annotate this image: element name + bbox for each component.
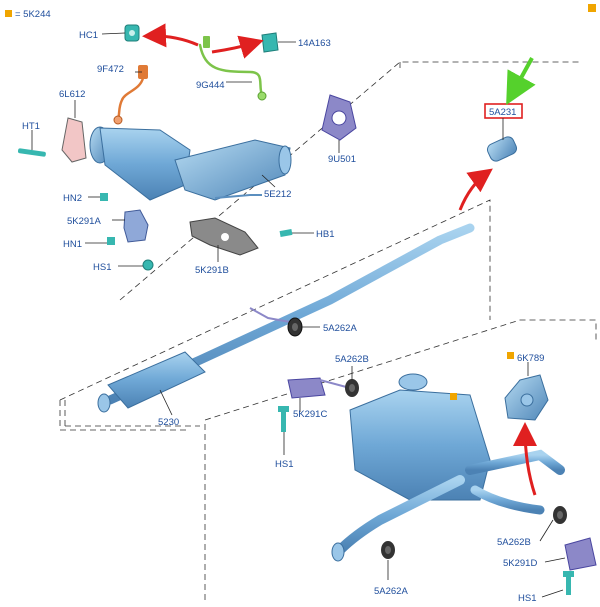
leader-lines — [31, 32, 566, 598]
dashed-frame-middle — [59, 199, 491, 431]
sensor-tip-9g444 — [257, 91, 267, 101]
gasket-5k291b-hole — [221, 233, 229, 241]
tail-pipe-tip — [331, 542, 345, 562]
hn1-nut — [107, 237, 115, 245]
label-hs1-top[interactable]: HS1 — [93, 262, 111, 273]
actuator-6k789 — [504, 374, 549, 421]
label-6l612[interactable]: 6L612 — [59, 89, 85, 100]
bracket-5k291a — [123, 209, 149, 243]
label-9g444[interactable]: 9G444 — [196, 80, 225, 91]
rubber-mount-5a262a-bot — [381, 541, 395, 559]
orange-marker-corner — [588, 4, 596, 12]
label-hc1[interactable]: HC1 — [79, 30, 98, 41]
label-ht1[interactable]: HT1 — [22, 121, 40, 132]
green-arrow-to-5a231 — [506, 57, 536, 106]
label-5a262a-bot[interactable]: 5A262A — [374, 586, 408, 597]
label-5k291d[interactable]: 5K291D — [503, 558, 537, 569]
catalytic-converter — [89, 126, 292, 201]
heat-shield-9u501-hole — [331, 110, 347, 126]
label-9u501[interactable]: 9U501 — [328, 154, 356, 165]
legend-text: = 5K244 — [15, 9, 51, 20]
label-5a262b-top[interactable]: 5A262B — [335, 354, 369, 365]
red-arrow-to-5a231 — [458, 168, 493, 211]
hs1-top-bolt — [142, 259, 154, 271]
hn2-nut — [100, 193, 108, 201]
rear-silencer — [349, 373, 565, 501]
rubber-mount-5a262b-top — [345, 379, 359, 397]
resonator-5230 — [97, 351, 206, 413]
bracket-5k291c-stem — [319, 379, 351, 389]
orange-marker-6k789 — [507, 352, 514, 359]
tail-pipe-right — [470, 485, 545, 515]
hs1-mid-bolt — [278, 406, 289, 432]
label-5k291b[interactable]: 5K291B — [195, 265, 229, 276]
hb1-bolt — [279, 229, 293, 237]
rubber-mount-5a262b-low — [553, 506, 567, 524]
label-hn1[interactable]: HN1 — [63, 239, 82, 250]
label-6k789[interactable]: 6K789 — [517, 353, 544, 364]
label-9f472[interactable]: 9F472 — [97, 64, 124, 75]
label-5a262a-mid[interactable]: 5A262A — [323, 323, 357, 334]
red-arrow-to-14a163 — [211, 35, 264, 59]
sensor-connector-9f472 — [138, 65, 148, 79]
label-5k291c[interactable]: 5K291C — [293, 409, 327, 420]
label-5a231[interactable]: 5A231 — [489, 107, 516, 118]
label-5k291a[interactable]: 5K291A — [67, 216, 101, 227]
bracket-5k291c — [287, 377, 326, 399]
clamp-5a231 — [486, 136, 518, 162]
dashed-frame-upper — [64, 61, 582, 427]
orange-marker-silencer — [450, 393, 457, 400]
ht1-stud — [17, 148, 46, 157]
label-hb1[interactable]: HB1 — [316, 229, 334, 240]
label-5a262b-low[interactable]: 5A262B — [497, 537, 531, 548]
red-arrow-to-6k789 — [513, 422, 538, 496]
dashed-frame-lower — [204, 319, 597, 600]
sensor-wire-9f472 — [116, 76, 145, 120]
label-hs1-bot[interactable]: HS1 — [518, 593, 536, 604]
rubber-mount-5a262a-mid — [287, 317, 303, 337]
highlight-box-5a231 — [484, 103, 523, 119]
sensor-connector-9g444 — [203, 36, 210, 48]
label-14a163[interactable]: 14A163 — [298, 38, 331, 49]
p14a163-clip — [261, 32, 279, 53]
label-5230[interactable]: 5230 — [158, 417, 179, 428]
sensor-wire-9g444 — [198, 43, 264, 97]
mid-hanger-bracket — [249, 307, 291, 323]
bracket-5k291d — [564, 537, 597, 571]
legend-swatch — [5, 10, 12, 17]
hc1-clip — [124, 24, 140, 42]
gasket-6l612 — [61, 117, 87, 163]
hs1-bot-bolt — [563, 571, 574, 595]
red-arrow-to-hc1 — [142, 23, 199, 48]
label-5e212[interactable]: 5E212 — [264, 189, 291, 200]
sensor-tip-9f472 — [113, 115, 123, 125]
label-hs1-mid[interactable]: HS1 — [275, 459, 293, 470]
label-hn2[interactable]: HN2 — [63, 193, 82, 204]
tail-pipe-left — [335, 475, 465, 555]
